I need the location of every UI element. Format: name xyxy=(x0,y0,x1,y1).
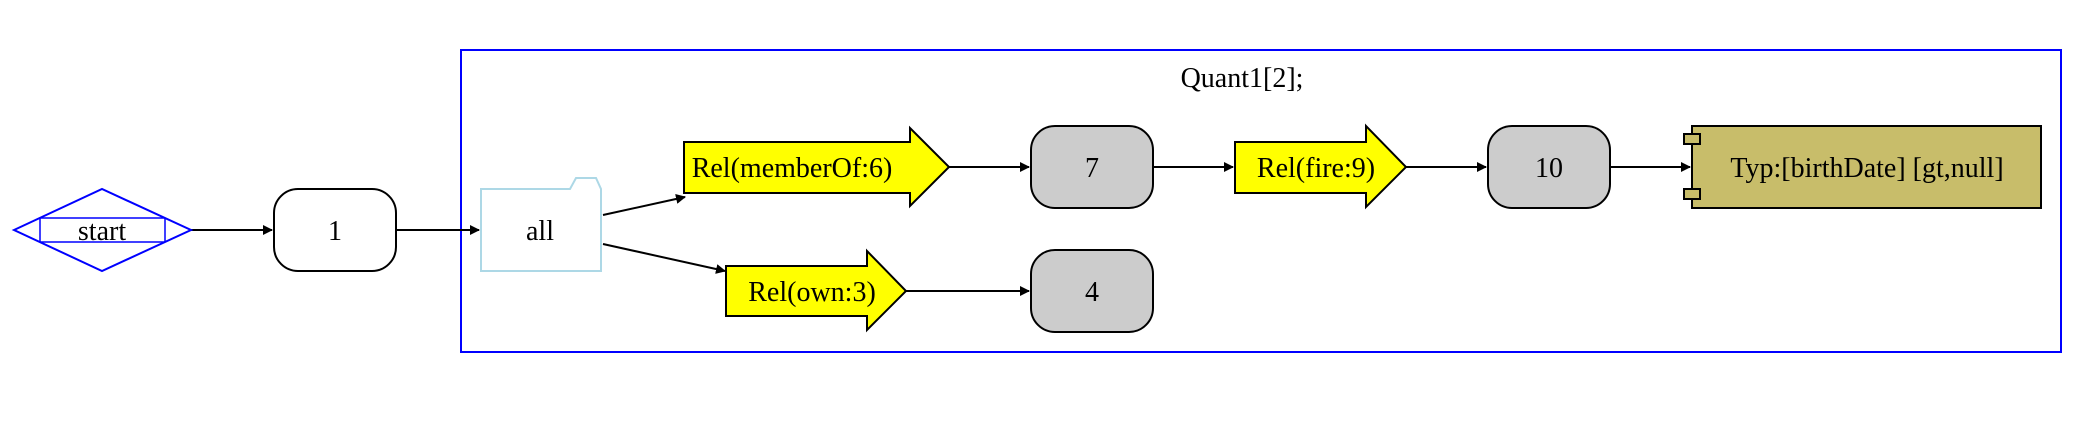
node-10-label: 10 xyxy=(1535,153,1563,184)
component-icon xyxy=(1691,125,2042,209)
node-all-label: all xyxy=(526,216,554,247)
node-7-label: 7 xyxy=(1085,153,1099,184)
node-1-label: 1 xyxy=(328,216,342,247)
node-4-label: 4 xyxy=(1085,277,1099,308)
rel-fire-label: Rel(fire:9) xyxy=(1257,153,1375,184)
edge-all-to-own xyxy=(602,243,726,274)
component-tab-top xyxy=(1683,133,1701,145)
component-tab-bottom xyxy=(1683,188,1701,200)
node-7: 7 xyxy=(1030,125,1154,209)
typ-label: Typ:[birthDate] [gt,null] xyxy=(1730,153,2003,184)
node-rel-memberof: Rel(memberOf:6) xyxy=(683,125,951,209)
node-start: start xyxy=(11,187,194,273)
node-10: 10 xyxy=(1487,125,1611,209)
node-10-shape xyxy=(1487,125,1611,209)
rel-own-label: Rel(own:3) xyxy=(748,277,876,308)
node-all: all xyxy=(480,177,602,272)
node-rel-own: Rel(own:3) xyxy=(725,248,908,333)
node-4-shape xyxy=(1030,249,1154,333)
folder-icon xyxy=(480,177,602,272)
rel-own-arrow-shape xyxy=(725,248,908,333)
start-diamond-shape xyxy=(11,187,194,273)
rel-fire-arrow-shape xyxy=(1234,123,1408,210)
node-7-shape xyxy=(1030,125,1154,209)
node-typ: Typ:[birthDate] [gt,null] xyxy=(1683,125,2042,209)
edges xyxy=(191,162,1691,296)
cluster-border xyxy=(460,49,2062,353)
edge-all-to-memberof xyxy=(602,194,686,216)
node-1: 1 xyxy=(273,188,397,272)
node-4: 4 xyxy=(1030,249,1154,333)
rel-memberof-label: Rel(memberOf:6) xyxy=(692,153,893,184)
cluster-label: Quant1[2]; xyxy=(1181,63,1304,94)
node-rel-fire: Rel(fire:9) xyxy=(1234,123,1408,210)
rel-memberof-arrow-shape xyxy=(683,125,951,209)
cluster-quant1: Quant1[2]; xyxy=(460,49,2062,353)
node-1-shape xyxy=(273,188,397,272)
start-label: start xyxy=(78,216,126,247)
